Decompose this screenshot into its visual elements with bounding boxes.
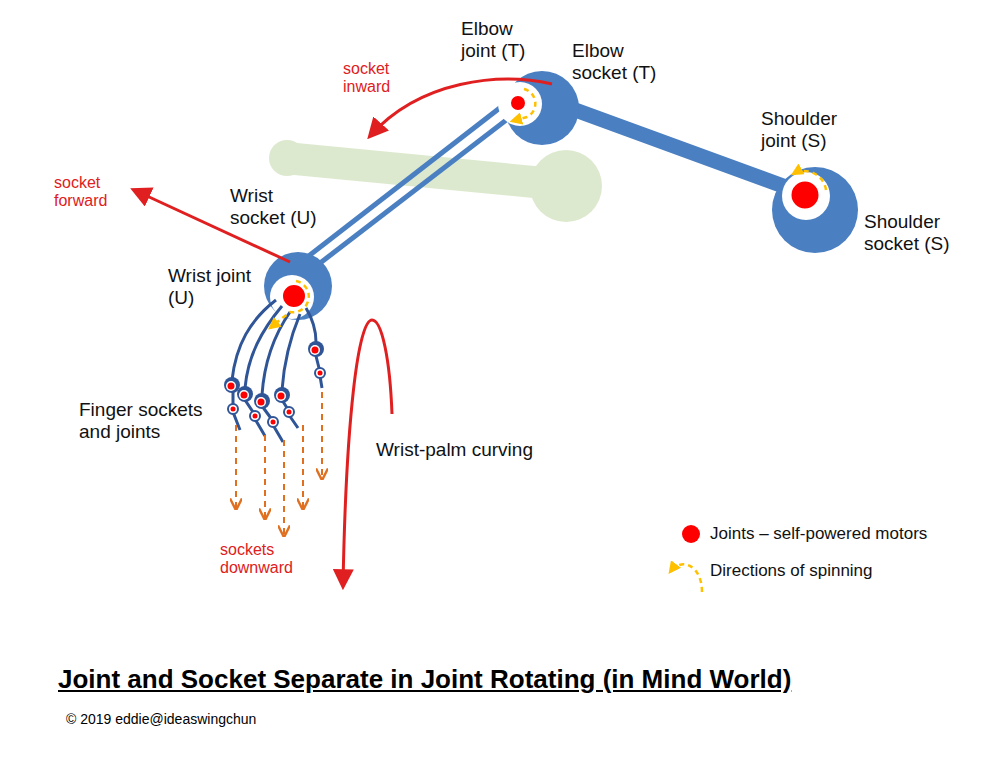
- direction-note: socket inward: [343, 60, 413, 97]
- finger-socket: [250, 411, 260, 421]
- part-label: Wrist joint (U): [168, 265, 258, 309]
- finger-joint: [253, 414, 258, 419]
- finger-socket: [315, 368, 325, 378]
- spin-arc: [793, 171, 826, 190]
- ghost-end: [269, 140, 305, 176]
- direction-note: socket forward: [54, 174, 134, 211]
- finger-joint: [271, 420, 276, 425]
- diagram-title: Joint and Socket Separate in Joint Rotat…: [58, 664, 791, 695]
- finger-joint: [318, 371, 323, 376]
- finger-socket: [228, 404, 238, 414]
- direction-note: sockets downward: [220, 541, 312, 578]
- inward-arrow: [370, 79, 552, 136]
- wrist-socket: [264, 252, 332, 320]
- finger-joint: [231, 407, 236, 412]
- joint-motor: [790, 180, 820, 210]
- part-label: Wrist socket (U): [230, 185, 330, 229]
- finger-joint: [287, 410, 292, 415]
- joint-motor: [282, 284, 306, 308]
- finger-socket: [274, 387, 290, 403]
- part-label: Shoulder joint (S): [761, 108, 861, 152]
- finger-joint: [312, 347, 319, 354]
- part-label: Finger sockets and joints: [79, 399, 229, 443]
- finger-socket-hollow: [256, 397, 266, 407]
- copyright-caption: © 2019 eddie@ideaswingchun: [66, 711, 256, 727]
- legend-spin-sample: [670, 564, 702, 592]
- finger-socket-hollow: [226, 381, 236, 391]
- dashed-arrow: [321, 392, 323, 478]
- dashed-arrow: [235, 425, 237, 508]
- dashed-arrow: [283, 440, 285, 535]
- joint-motor: [510, 95, 526, 111]
- finger-socket: [237, 386, 253, 402]
- direction-arrows: [134, 79, 552, 586]
- legend-text: Joints – self-powered motors: [710, 524, 927, 544]
- finger-socket-hollow: [239, 390, 249, 400]
- finger-bone: [282, 314, 300, 390]
- finger-tip: [233, 376, 322, 442]
- finger-joints: [224, 341, 325, 427]
- finger-socket-hollow: [310, 345, 320, 355]
- legend-swatch: [682, 525, 700, 543]
- socket-hollow: [498, 82, 542, 126]
- finger-socket-hollow: [276, 391, 286, 401]
- downward-arrows: [236, 392, 322, 535]
- forearm-bone: [298, 108, 522, 280]
- finger-socket: [254, 393, 270, 409]
- shoulder-socket: [772, 167, 858, 253]
- forearm-bone: [288, 100, 510, 272]
- finger-socket: [224, 377, 240, 393]
- finger-segment: [233, 356, 320, 421]
- finger-bone: [232, 300, 276, 380]
- part-label: Elbow socket (T): [572, 40, 672, 84]
- finger-socket: [308, 341, 324, 357]
- finger-joint: [278, 393, 285, 400]
- socket-shape: [264, 252, 332, 320]
- finger-joint: [241, 392, 248, 399]
- dashed-arrow: [302, 425, 304, 508]
- part-label: Wrist-palm curving: [376, 439, 576, 461]
- spin-arc: [512, 89, 535, 121]
- ghost-forearm: [269, 140, 602, 222]
- spin-arc: [270, 281, 309, 328]
- thumb-bone: [306, 308, 316, 342]
- finger-socket: [268, 417, 278, 427]
- finger-joint: [228, 383, 235, 390]
- socket-shape: [772, 167, 858, 253]
- spin-arrows: [270, 89, 826, 592]
- ghost-socket: [530, 150, 602, 222]
- part-label: Elbow joint (T): [461, 18, 543, 62]
- dashed-arrow: [264, 435, 266, 518]
- legend-text: Directions of spinning: [710, 561, 873, 581]
- finger-socket: [284, 407, 294, 417]
- part-label: Shoulder socket (S): [864, 211, 974, 255]
- finger-joint: [258, 399, 265, 406]
